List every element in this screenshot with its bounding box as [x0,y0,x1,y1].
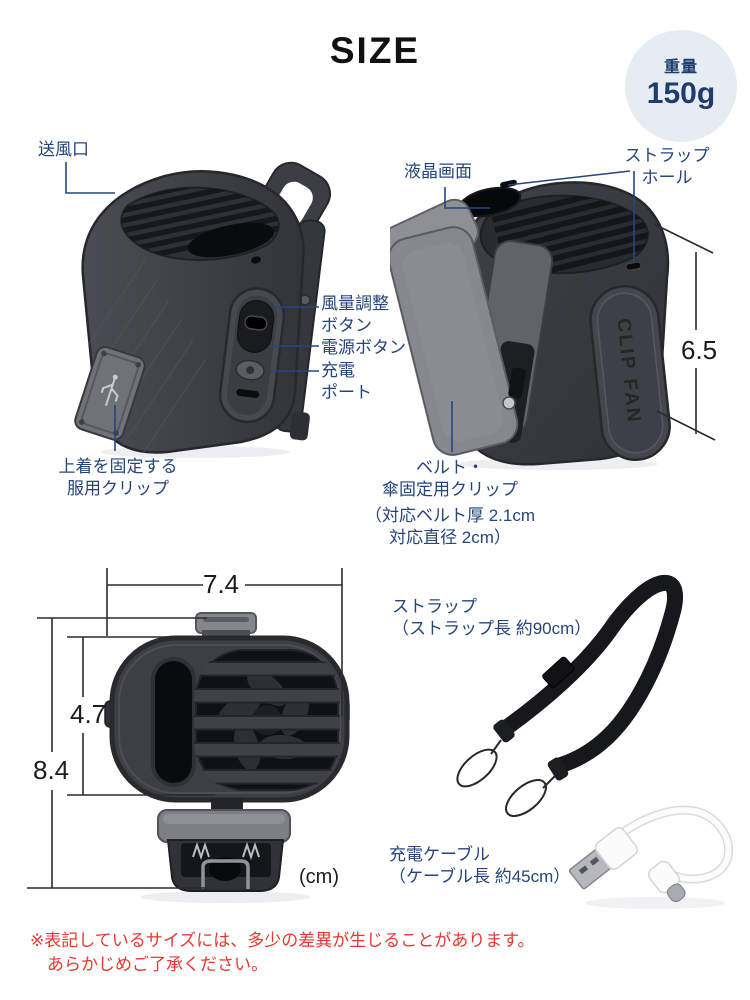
logo-panel: CLIP FAN [589,285,671,461]
label-strap: ストラップ （ストラップ長 約90cm） [392,597,592,638]
charge-port [236,389,260,398]
usb-a-connector [568,827,638,890]
strap-band [501,574,684,774]
handle-opening [187,222,275,258]
wire-frame [201,859,250,889]
shadow [140,891,310,903]
product-photo-front [104,612,350,903]
belt-clip [390,198,554,456]
product-photo-right: CLIP FAN [390,179,671,470]
hinge-screw [502,396,516,410]
weight-value: 150g [646,77,716,110]
strap-hole-front [625,261,642,271]
small-hole [251,256,261,264]
front-window [151,657,196,787]
strap-tip-left [493,719,515,743]
control-panel [218,287,286,424]
shadow [585,897,725,909]
strap-cord-right [505,779,547,817]
fan-grille [194,649,340,791]
dim-total-height: 8.4 [33,755,70,785]
dim-inner-height: 4.7 [70,699,107,729]
dim-width: 7.4 [203,569,240,599]
grille-slats [194,661,340,785]
label-lcd: 液晶画面 [404,162,472,181]
label-airflow-button: 風量調整 ボタン [321,294,389,335]
strap-hole-top [500,179,517,189]
usb-icon [100,378,119,406]
weight-label: 重量 [663,59,698,76]
cable [604,807,732,882]
usb-c-connector [647,860,686,903]
strap-cord-left [456,748,498,788]
label-belt-clip: ベルト・ 傘固定用クリップ （対応ベルト厚 2.1cm 対応直径 2cm） [364,458,536,547]
label-power-button: 電源ボタン [321,338,406,357]
dim-depth-height: 6.5 [681,335,718,365]
clip-base [157,809,291,892]
spring-right [242,841,260,861]
label-charge-port: 充電 ポート [321,361,372,402]
neck [211,798,243,812]
page-title: SIZE [329,30,421,71]
label-strap-hole: ストラップ ホール [624,146,710,187]
label-clothing-clip: 上着を固定する 服用クリップ [58,457,178,498]
product-photo-left [74,161,332,458]
strap-photo [456,574,684,817]
label-air-outlet: 送風口 [38,140,89,159]
label-cable: 充電ケーブル （ケーブル長 約45cm） [389,845,571,886]
strap-adjuster [542,656,575,688]
dim-unit: (cm) [299,866,339,888]
cable-photo [568,805,734,909]
footnote: ※表記しているサイズには、多少の差異が生じることがあります。 あらかじめご了承く… [30,931,535,974]
spring-left [192,841,210,861]
weight-badge: 重量 150g [625,30,737,142]
strap-tip-right [547,757,569,781]
